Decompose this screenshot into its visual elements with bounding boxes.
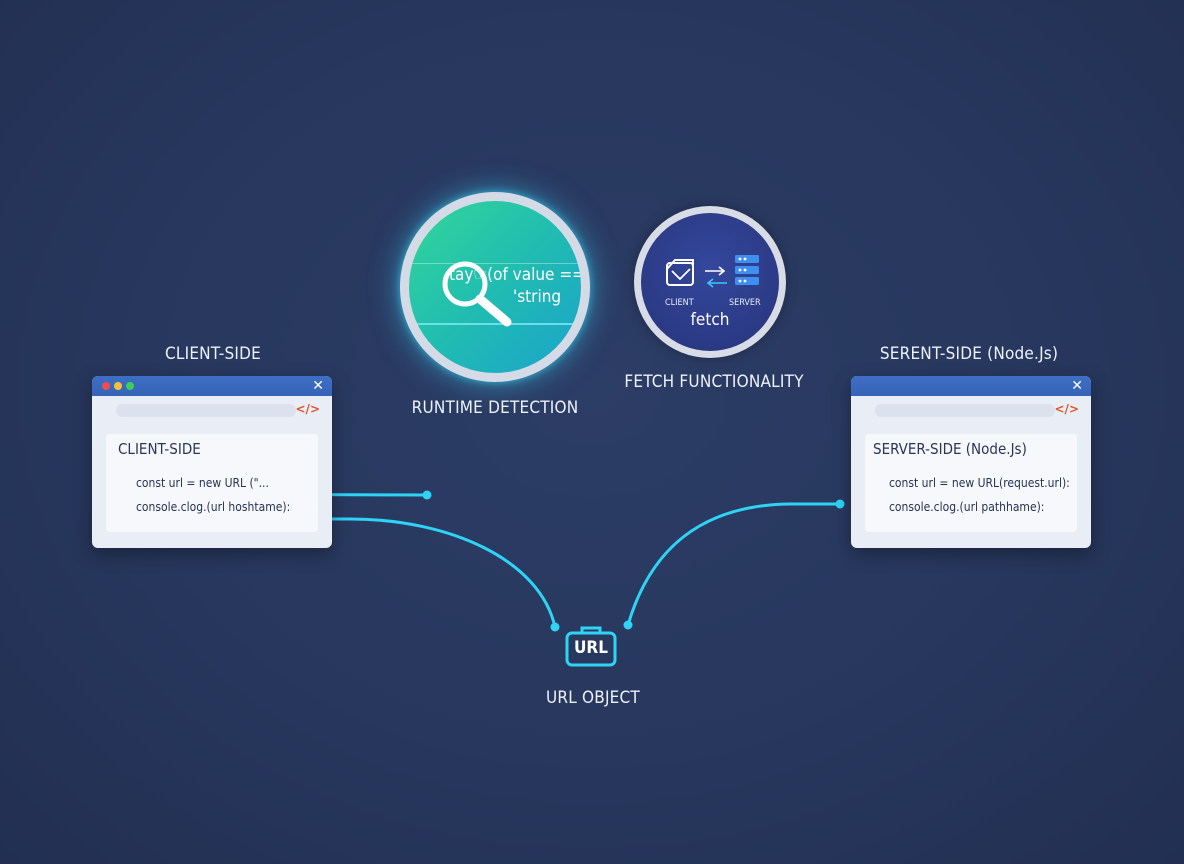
url-icon-text: URL bbox=[574, 638, 608, 658]
window-title-bar: ✕ bbox=[851, 376, 1091, 396]
runtime-detection-label: RUNTIME DETECTION bbox=[411, 398, 579, 418]
panel-title: SERVER-SIDE (Node.Js) bbox=[873, 440, 1027, 458]
fetch-server-label: SERVER bbox=[729, 298, 761, 308]
transfer-arrows-icon bbox=[705, 266, 727, 288]
window-maximize-dot[interactable] bbox=[126, 382, 134, 390]
devtools-icon[interactable]: </> bbox=[295, 402, 321, 416]
connector-dot bbox=[835, 499, 845, 509]
server-browser-window: ✕ </> SERVER-SIDE (Node.Js) const url = … bbox=[851, 376, 1091, 548]
address-bar[interactable] bbox=[116, 404, 296, 417]
runtime-code-line: 'string bbox=[513, 287, 562, 307]
fetch-code-label: fetch bbox=[690, 310, 730, 330]
panel-title: CLIENT-SIDE bbox=[118, 440, 201, 458]
server-rack-icon bbox=[735, 255, 759, 285]
runtime-detection-node: tay☞(of value == 'string bbox=[400, 192, 590, 382]
code-panel: SERVER-SIDE (Node.Js) const url = new UR… bbox=[865, 434, 1077, 532]
code-line: const url = new URL(request.url): bbox=[889, 476, 1070, 490]
window-minimize-dot[interactable] bbox=[114, 382, 122, 390]
runtime-inner-circle: tay☞(of value == 'string bbox=[409, 201, 581, 373]
close-icon[interactable]: ✕ bbox=[312, 378, 324, 394]
fetch-node: CLIENT SERVER fetch bbox=[634, 206, 786, 358]
browser-icon bbox=[666, 259, 694, 286]
client-browser-window: ✕ </> CLIENT-SIDE const url = new URL ("… bbox=[92, 376, 332, 548]
code-panel: CLIENT-SIDE const url = new URL ("... co… bbox=[106, 434, 318, 532]
connector-dot bbox=[550, 622, 560, 632]
client-side-heading: CLIENT-SIDE bbox=[165, 344, 261, 364]
magnifier-icon bbox=[442, 261, 512, 327]
url-object-label: URL OBJECT bbox=[546, 688, 640, 708]
fetch-inner-circle: CLIENT SERVER fetch bbox=[641, 213, 779, 351]
close-icon[interactable]: ✕ bbox=[1071, 378, 1083, 394]
address-bar[interactable] bbox=[875, 404, 1055, 417]
connector-dot bbox=[422, 490, 432, 500]
briefcase-icon: URL bbox=[565, 625, 617, 667]
fetch-functionality-label: FETCH FUNCTIONALITY bbox=[624, 372, 804, 392]
fetch-client-label: CLIENT bbox=[665, 298, 694, 308]
window-close-dot[interactable] bbox=[102, 382, 110, 390]
devtools-icon[interactable]: </> bbox=[1054, 402, 1080, 416]
code-line: const url = new URL ("... bbox=[136, 476, 269, 490]
code-line: console.clog.(url pathhame): bbox=[889, 500, 1045, 514]
code-line: console.clog.(url hoshtame): bbox=[136, 500, 291, 514]
connector-dot bbox=[623, 620, 633, 630]
server-side-heading: SERENT-SIDE (Node.Js) bbox=[879, 344, 1059, 364]
client-connector-console-line bbox=[132, 517, 557, 629]
window-title-bar: ✕ bbox=[92, 376, 332, 396]
server-connector-line bbox=[626, 502, 842, 627]
